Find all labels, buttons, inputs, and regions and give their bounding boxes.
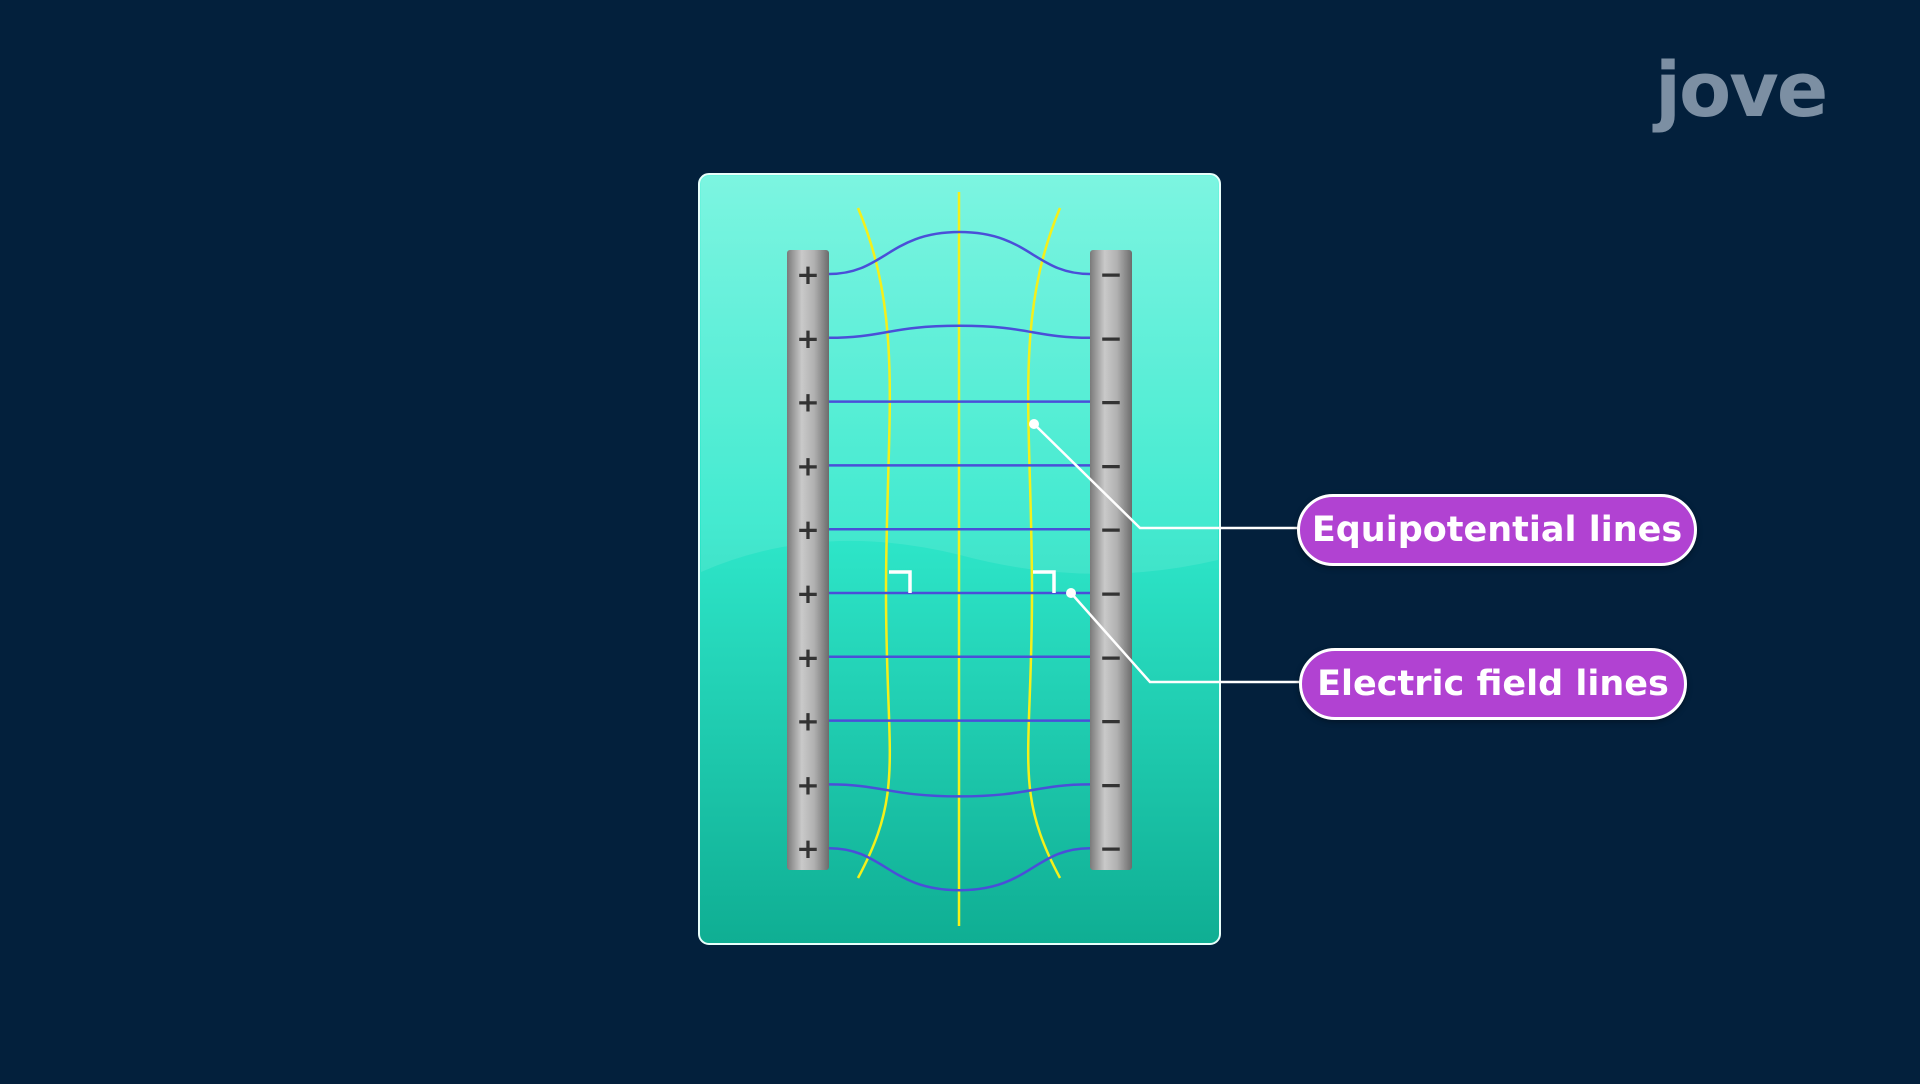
leader-lines bbox=[1033, 423, 1302, 684]
electric-field-lines-label: Electric field lines bbox=[1299, 648, 1687, 720]
field-line bbox=[828, 230, 1091, 276]
right-angle-marker-left bbox=[889, 570, 912, 593]
equipotential-lines-label: Equipotential lines bbox=[1297, 494, 1697, 566]
minus-sign: − bbox=[1099, 641, 1122, 674]
right-angle-marker-right bbox=[1033, 570, 1056, 593]
minus-sign: − bbox=[1099, 322, 1122, 355]
plus-sign: + bbox=[796, 386, 819, 419]
minus-sign: − bbox=[1099, 832, 1122, 865]
equipotential-lines bbox=[856, 192, 1062, 926]
field-line bbox=[828, 324, 1091, 340]
plus-sign: + bbox=[796, 577, 819, 610]
minus-sign: − bbox=[1099, 705, 1122, 738]
field-pointer-dot bbox=[1066, 588, 1076, 598]
negative-charges: − − − − − − − − − − bbox=[1099, 258, 1122, 865]
plus-sign: + bbox=[796, 513, 819, 546]
equipotential-pointer-dot bbox=[1029, 419, 1039, 429]
electric-field-lines bbox=[828, 230, 1091, 892]
equipotential-line-left bbox=[856, 207, 892, 879]
minus-sign: − bbox=[1099, 258, 1122, 291]
plus-sign: + bbox=[796, 832, 819, 865]
plus-sign: + bbox=[796, 768, 819, 801]
field-line bbox=[828, 846, 1091, 892]
plus-sign: + bbox=[796, 641, 819, 674]
jove-logo: jove bbox=[1655, 45, 1828, 134]
minus-sign: − bbox=[1099, 577, 1122, 610]
field-line bbox=[828, 783, 1091, 798]
minus-sign: − bbox=[1099, 513, 1122, 546]
plus-sign: + bbox=[796, 322, 819, 355]
minus-sign: − bbox=[1099, 449, 1122, 482]
negative-plate bbox=[1090, 250, 1132, 870]
positive-charges: + + + + + + + + + + bbox=[796, 258, 819, 865]
minus-sign: − bbox=[1099, 768, 1122, 801]
equipotential-line-right bbox=[1026, 207, 1062, 879]
field-leader bbox=[1070, 592, 1302, 684]
plus-sign: + bbox=[796, 258, 819, 291]
minus-sign: − bbox=[1099, 386, 1122, 419]
plus-sign: + bbox=[796, 705, 819, 738]
positive-plate bbox=[787, 250, 829, 870]
equipotential-leader bbox=[1033, 423, 1300, 530]
plus-sign: + bbox=[796, 449, 819, 482]
